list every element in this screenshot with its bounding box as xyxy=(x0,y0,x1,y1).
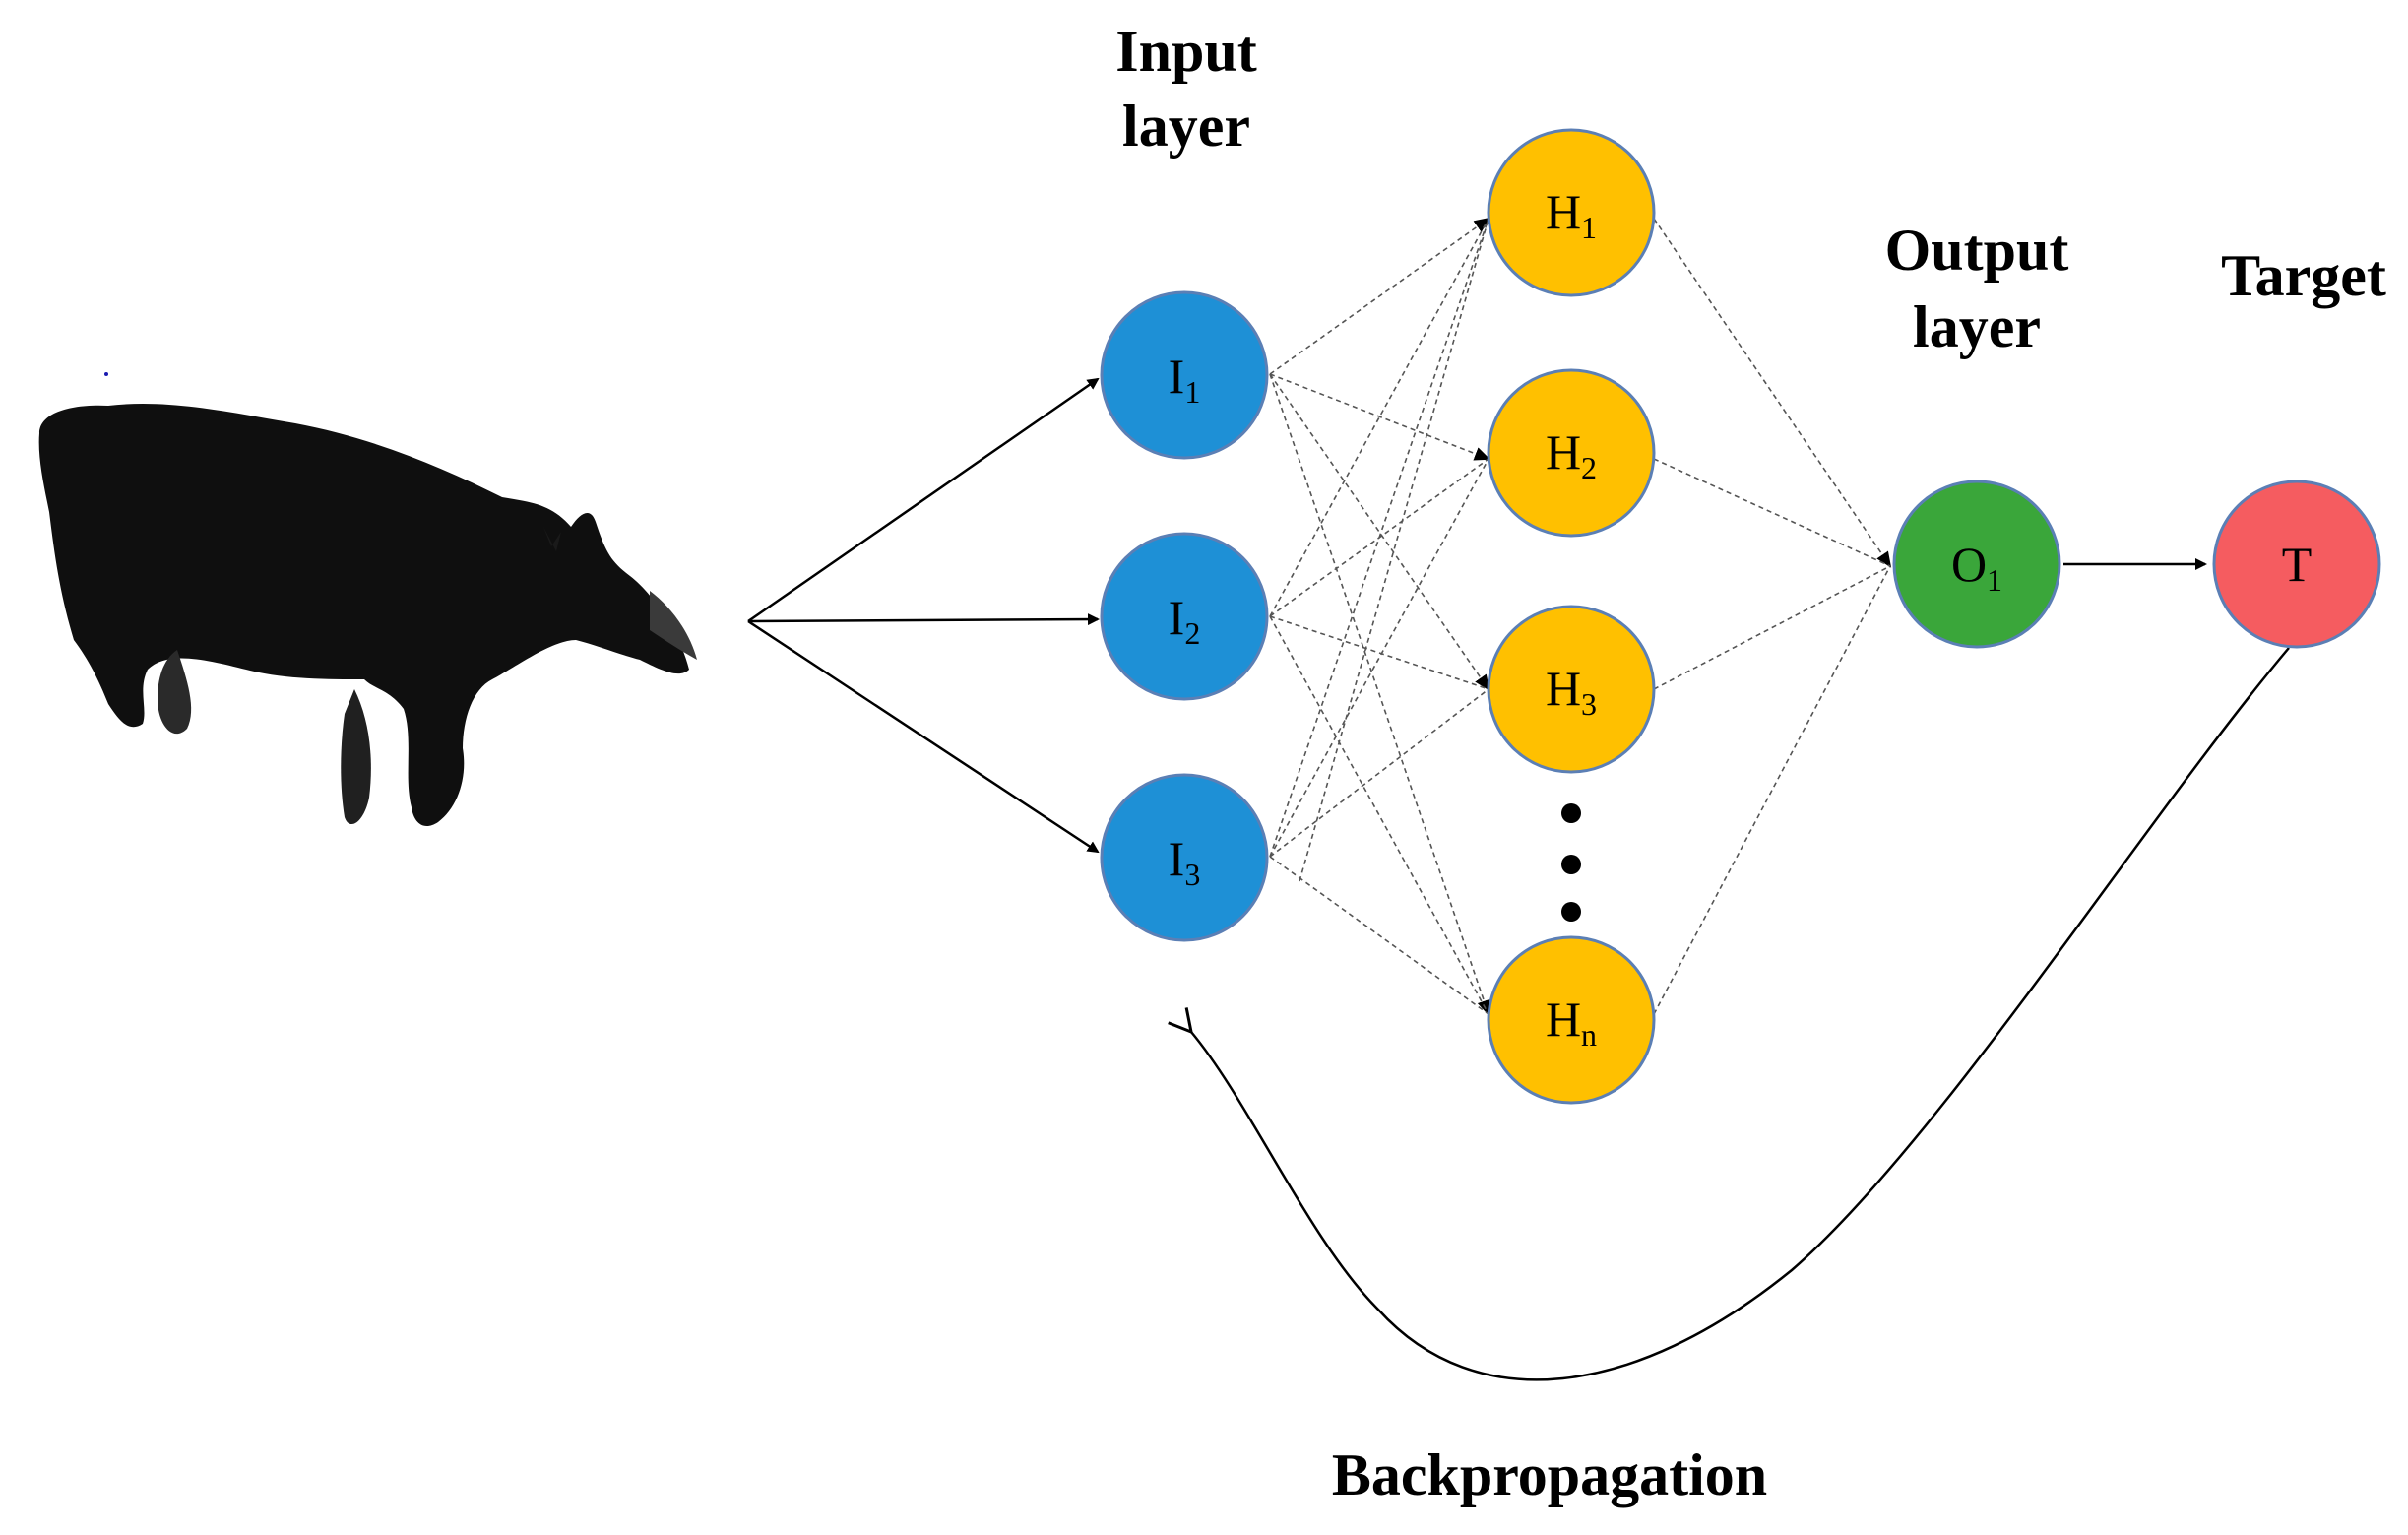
input-hidden-connections xyxy=(1269,217,1491,1016)
hidden-node-1: H1 xyxy=(1487,128,1656,297)
arrow-to-i3 xyxy=(747,619,1100,854)
input-node-3: I3 xyxy=(1100,773,1269,942)
output-layer-label-line2: layer xyxy=(1913,294,2041,359)
svg-text:H3: H3 xyxy=(1546,661,1597,722)
backpropagation-curve xyxy=(1168,647,2290,1381)
svg-text:I3: I3 xyxy=(1169,831,1201,892)
target-label: Target xyxy=(2221,243,2386,308)
svg-text:H1: H1 xyxy=(1546,184,1597,245)
output-node: O1 xyxy=(1892,480,2061,649)
svg-text:H2: H2 xyxy=(1546,424,1597,485)
input-node-2: I2 xyxy=(1100,532,1269,701)
hidden-node-n: Hn xyxy=(1487,935,1656,1105)
arrow-to-i1 xyxy=(747,377,1100,623)
svg-text:Hn: Hn xyxy=(1546,991,1597,1053)
hidden-node-2: H2 xyxy=(1487,368,1656,538)
input-node-1: I1 xyxy=(1100,290,1269,460)
svg-text:I2: I2 xyxy=(1169,590,1201,651)
svg-text:O1: O1 xyxy=(1951,537,2002,598)
backpropagation-label: Backpropagation xyxy=(1332,1442,1767,1507)
arrow-to-i2 xyxy=(747,613,1100,626)
target-node: T xyxy=(2212,480,2381,649)
svg-text:I1: I1 xyxy=(1169,349,1201,410)
input-layer-label-line1: Input xyxy=(1115,19,1256,84)
output-layer-label-line1: Output xyxy=(1885,218,2069,283)
ellipsis-dots xyxy=(1561,803,1581,922)
image-to-input-arrows xyxy=(747,377,1100,854)
hidden-node-3: H3 xyxy=(1487,605,1656,774)
svg-text:T: T xyxy=(2282,537,2313,592)
animal-point-cloud-icon xyxy=(38,372,697,827)
input-layer-label-line2: layer xyxy=(1122,94,1250,159)
hidden-output-connections xyxy=(1653,218,1892,1015)
